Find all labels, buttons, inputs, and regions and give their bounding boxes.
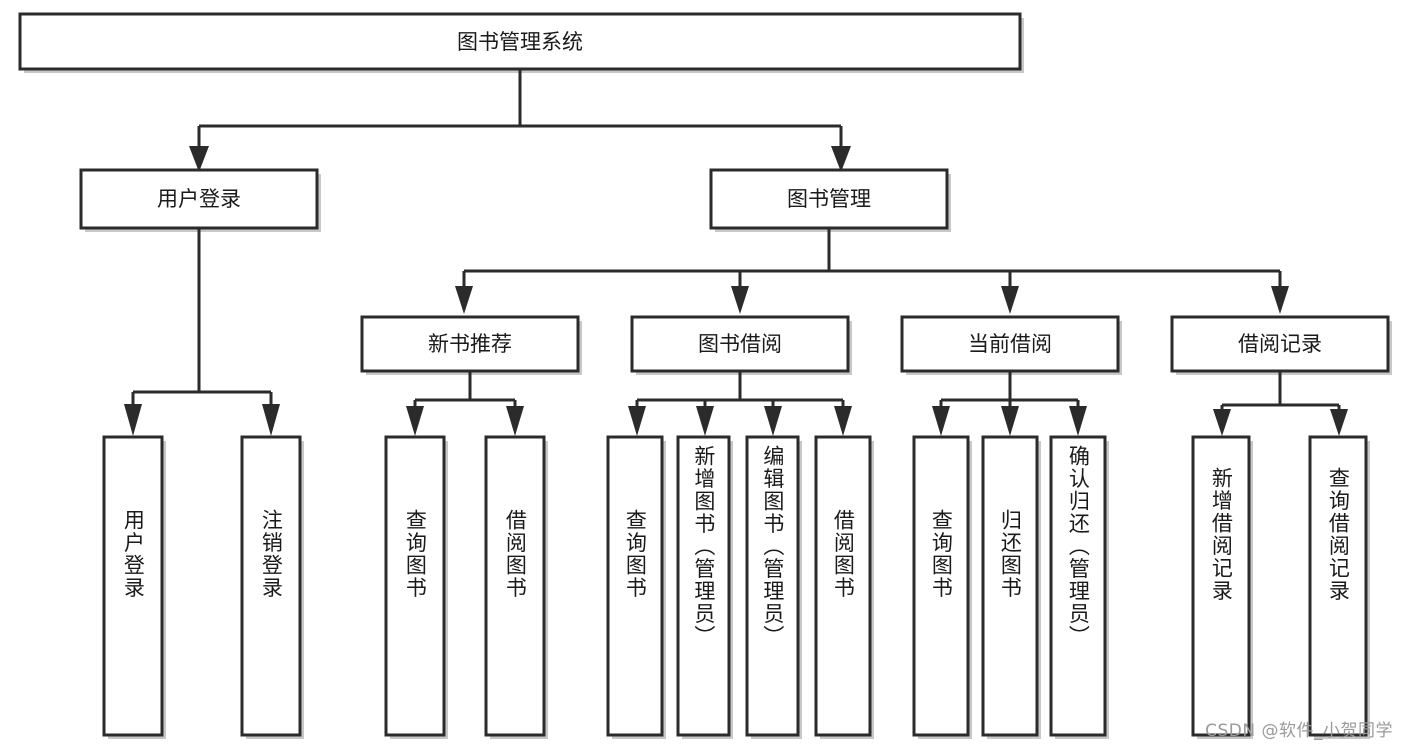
edges-user-login-to-leaves [124,228,280,436]
leaf-box [676,435,731,737]
arrowhead-to-borrow-record [1271,286,1289,314]
arrowhead-currentborrow-leaf-3 [1069,406,1087,436]
leaf-box [745,435,800,737]
arrowhead-bookborrow-leaf-2 [696,406,714,436]
arrowhead-currentborrow-leaf-1 [932,406,950,436]
arrowhead-user-login-leaf-1 [124,404,142,436]
arrowhead-bookborrow-leaf-1 [628,406,646,436]
leaf-book-borrow-1[interactable] [606,435,666,739]
csdn-watermark: CSDN @软件_小贺同学 [1205,721,1393,741]
arrowhead-borrowrecord-leaf-1 [1213,409,1231,436]
new-book-box [360,315,580,373]
edges-borrow-record-to-leaves [1213,371,1348,436]
leaf-box [1308,435,1368,737]
leaf-box [606,435,664,737]
book-management-label: 图书管理 [787,187,871,211]
arrowhead-bookborrow-leaf-4 [834,406,852,436]
arrowhead-to-book-borrow [731,286,749,314]
leaf-box [1049,435,1107,737]
node-book-management[interactable]: 图书管理 [709,168,951,232]
edges-root-to-level2 [189,69,851,172]
arrowhead-to-new-book [455,286,473,314]
leaf-book-borrow-3[interactable] [745,435,802,739]
leaf-box [814,435,872,737]
leaf-borrow-record-2[interactable] [1308,435,1370,739]
leaf-new-book-1[interactable] [384,435,448,739]
node-new-book-recommend[interactable]: 新书推荐 [360,315,582,375]
arrowhead-to-user-login [189,146,209,172]
node-current-borrow[interactable]: 当前借阅 [900,315,1122,375]
leaf-current-borrow-1[interactable] [912,435,972,739]
arrowhead-user-login-leaf-2 [262,404,280,436]
root-box [18,12,1022,71]
edges-book-borrow-to-leaves [628,371,852,436]
book-borrow-label: 图书借阅 [698,332,782,356]
arrowhead-to-book-manage [831,146,851,172]
leaf-box [981,435,1039,737]
leaf-current-borrow-3[interactable] [1049,435,1109,739]
leaf-box [484,435,546,737]
leaf-box [240,435,302,737]
current-borrow-label: 当前借阅 [968,332,1052,356]
leaf-book-borrow-4[interactable] [814,435,874,739]
leaf-box [1191,435,1251,737]
leaf-borrow-record-1[interactable] [1191,435,1253,739]
leaf-box [102,435,164,737]
arrowhead-to-current-borrow [1001,286,1019,314]
arrowhead-currentborrow-leaf-2 [1001,406,1019,436]
user-login-box [79,168,319,230]
edges-book-management-to-level3 [455,228,1289,314]
edges-new-book-to-leaves [406,371,524,436]
user-login-label: 用户登录 [157,187,241,211]
leaf-user-login-1[interactable] [102,435,166,739]
leaf-user-login-2[interactable] [240,435,304,739]
leaf-box [912,435,970,737]
arrowhead-newbook-leaf-1 [406,406,424,436]
leaf-book-borrow-2[interactable] [676,435,733,739]
node-root[interactable]: 图书管理系统 [18,12,1024,73]
arrowhead-bookborrow-leaf-3 [764,406,782,436]
edges-current-borrow-to-leaves [932,371,1087,436]
arrowhead-borrowrecord-leaf-2 [1330,409,1348,436]
root-label: 图书管理系统 [457,30,583,54]
leaf-new-book-2[interactable] [484,435,548,739]
node-borrow-record[interactable]: 借阅记录 [1170,315,1392,375]
borrow-record-label: 借阅记录 [1238,332,1322,356]
borrow-record-box [1170,315,1390,373]
arrowhead-newbook-leaf-2 [506,406,524,436]
leaf-current-borrow-2[interactable] [981,435,1041,739]
current-borrow-box [900,315,1120,373]
leaf-box [384,435,446,737]
new-book-label: 新书推荐 [428,332,512,356]
node-book-borrow[interactable]: 图书借阅 [630,315,852,375]
node-user-login[interactable]: 用户登录 [79,168,321,232]
book-management-box [709,168,949,230]
